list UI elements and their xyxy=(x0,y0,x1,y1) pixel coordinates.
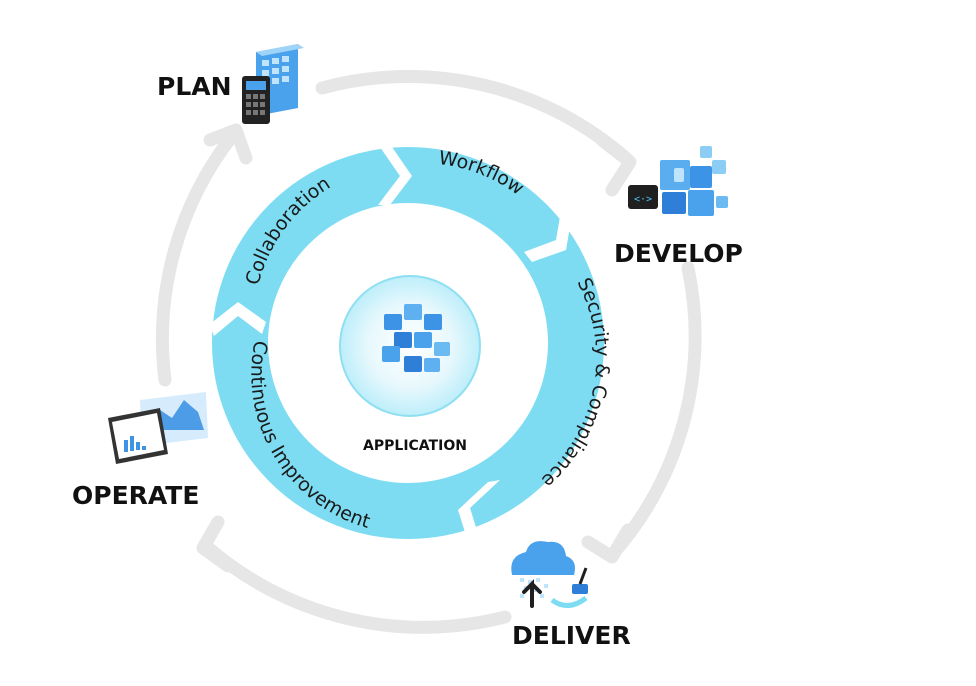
arrowhead-operate xyxy=(196,515,235,573)
application-label: APPLICATION xyxy=(363,438,467,454)
operate-phase: OPERATE xyxy=(72,392,208,510)
arrowhead-deliver xyxy=(581,523,635,564)
arrow-develop-to-deliver xyxy=(605,261,702,562)
svg-text:<·>: <·> xyxy=(634,194,652,205)
develop-phase: <·> DEVELOP xyxy=(614,146,743,268)
monitor-chart-icon xyxy=(108,392,208,464)
outer-arrowheads xyxy=(196,123,637,573)
chevron-collab-workflow xyxy=(378,147,412,205)
arrow-plan-to-develop xyxy=(315,69,635,167)
chevron-security-improvement xyxy=(458,480,500,542)
deliver-label: DELIVER xyxy=(512,621,631,650)
code-cubes-icon: <·> xyxy=(628,146,728,216)
chevron-workflow-security xyxy=(524,205,572,262)
center-application: APPLICATION xyxy=(339,275,481,454)
ring-chevrons xyxy=(210,147,572,542)
calculator-calendar-icon xyxy=(242,44,304,124)
arrow-operate-to-plan xyxy=(155,128,240,387)
outer-cycle-arrows xyxy=(155,69,702,634)
arrow-deliver-to-operate xyxy=(198,538,512,634)
plan-phase: PLAN xyxy=(157,44,304,124)
operate-label: OPERATE xyxy=(72,481,199,510)
arrowhead-plan xyxy=(203,123,253,165)
chevron-improvement-collab xyxy=(210,302,266,336)
arrowhead-develop xyxy=(595,133,637,197)
deliver-phase: DELIVER xyxy=(511,541,631,650)
cloud-upload-icon xyxy=(511,541,588,608)
application-cubes-icon xyxy=(382,304,450,372)
plan-label: PLAN xyxy=(157,72,232,101)
develop-label: DEVELOP xyxy=(614,239,743,268)
